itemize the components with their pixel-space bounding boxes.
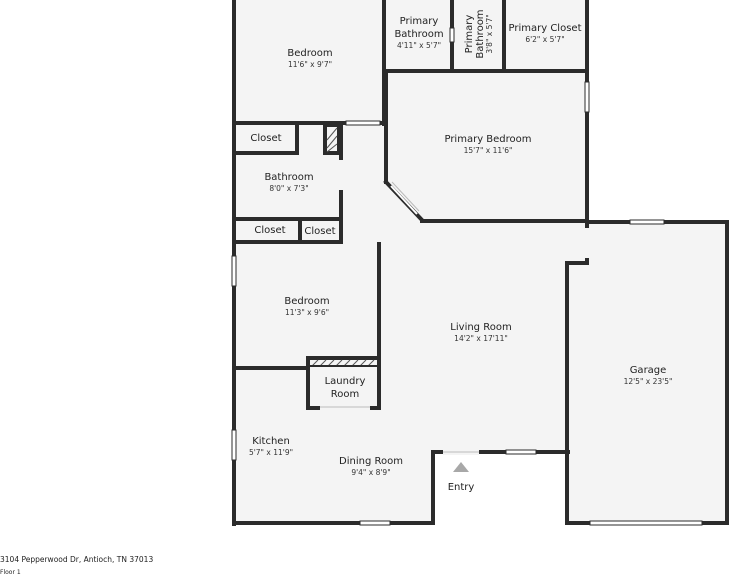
label-primary-bedroom: Primary Bedroom (444, 134, 531, 145)
window-entry-south (505, 449, 537, 455)
dims-bathroom: 8'0" x 7'3" (269, 184, 308, 193)
dims-garage: 12'5" x 23'5" (624, 377, 673, 386)
property-address: 3104 Pepperwood Dr, Antioch, TN 37013 (0, 555, 154, 564)
label-bedroom-mid: Bedroom (284, 296, 329, 307)
label-entry: Entry (448, 482, 475, 493)
label-bedroom-top: Bedroom (287, 48, 332, 59)
linen-hatch (326, 127, 338, 153)
label-closet-1: Closet (250, 133, 281, 144)
window-garage-south (589, 520, 703, 526)
window-bedroom-mid-west (231, 255, 237, 287)
entry-arrow-icon (453, 462, 469, 472)
svg-text:Primary: Primary (464, 15, 475, 54)
label-laundry-l1: Laundry (325, 376, 366, 387)
door-closet-bath (300, 151, 322, 156)
window-garage-north (629, 219, 665, 225)
svg-text:3'8" x 5'7": 3'8" x 5'7" (485, 14, 494, 53)
wall-south-left (232, 450, 570, 525)
label-laundry-l2: Room (331, 389, 359, 400)
window-bath-div (449, 27, 455, 43)
door-lines (320, 181, 479, 453)
dims-dining-room: 9'4" x 8'9" (351, 468, 390, 477)
label-kitchen: Kitchen (252, 436, 290, 447)
wall-laundry (306, 356, 381, 410)
label-living-room: Living Room (450, 322, 511, 333)
window-dining-south (359, 520, 391, 526)
dims-living-room: 14'2" x 17'11" (454, 334, 508, 343)
label-garage: Garage (630, 365, 667, 376)
garage-floor (568, 222, 727, 524)
dims-kitchen: 5'7" x 11'9" (249, 448, 293, 457)
label-bathroom: Bathroom (264, 172, 313, 183)
dims-bedroom-top: 11'6" x 9'7" (288, 60, 332, 69)
window-primary-bedroom-east (584, 81, 590, 113)
window-bedroom-top (345, 120, 381, 126)
dims-bedroom-mid: 11'3" x 9'6" (285, 308, 329, 317)
dims-primary-bathroom: 4'11" x 5'7" (397, 41, 441, 50)
label-closet-3: Closet (304, 226, 335, 237)
label-closet-2: Closet (254, 225, 285, 236)
floor-label: Floor 1 (0, 569, 21, 576)
door-bathroom (339, 160, 344, 190)
label-dining-room: Dining Room (339, 456, 403, 467)
door-garage (585, 228, 590, 258)
house-floor (233, 0, 588, 524)
windows (231, 27, 703, 526)
floor-fills (233, 0, 727, 524)
dims-primary-closet: 6'2" x 5'7" (525, 35, 564, 44)
wall-closet1 (232, 123, 299, 155)
label-primary-closet: Primary Closet (509, 23, 582, 34)
door-bedroom-mid (345, 240, 375, 245)
window-kitchen-west (231, 429, 237, 461)
dims-primary-bedroom: 15'7" x 11'6" (464, 146, 513, 155)
label-primary-bathroom-small: Primary Bathroom 3'8" x 5'7" (464, 9, 494, 58)
hatch-fixtures (308, 127, 379, 367)
label-primary-bathroom-l2: Bathroom (394, 29, 443, 40)
svg-text:Bathroom: Bathroom (475, 9, 486, 58)
room-labels: Bedroom 11'6" x 9'7" Primary Bathroom 4'… (249, 9, 672, 493)
label-primary-bathroom-l1: Primary (400, 16, 439, 27)
